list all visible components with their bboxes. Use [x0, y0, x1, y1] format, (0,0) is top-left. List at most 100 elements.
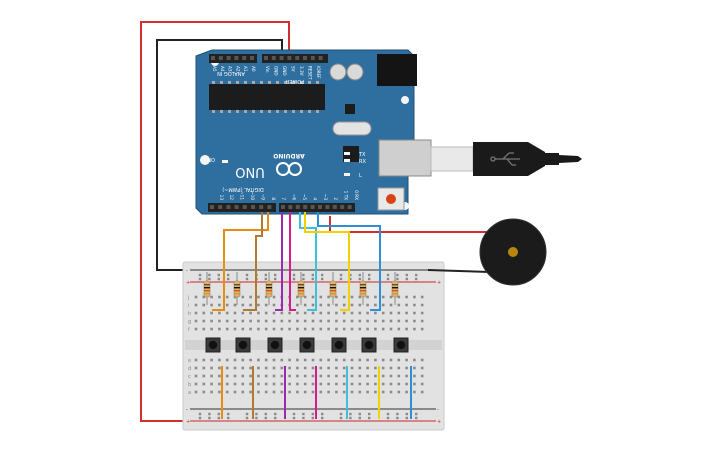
- bb-hole: [358, 303, 362, 307]
- rail-hole: [339, 412, 343, 416]
- bb-hole: [342, 374, 346, 378]
- bb-hole: [303, 295, 307, 299]
- resistor[interactable]: [265, 280, 273, 298]
- signal-wire[interactable]: [299, 212, 317, 311]
- resistor-band: [234, 284, 240, 286]
- signal-wire[interactable]: [212, 212, 269, 311]
- bb-hole: [358, 382, 362, 386]
- chip-pin: [284, 81, 287, 84]
- pin: [226, 56, 231, 60]
- bb-hole: [296, 303, 299, 307]
- usb-socket[interactable]: [378, 139, 432, 177]
- pushbutton-cap[interactable]: [270, 340, 280, 350]
- bb-hole: [272, 366, 276, 370]
- rail-hole: [339, 277, 343, 281]
- pin: [332, 205, 337, 209]
- bb-hole: [350, 382, 354, 386]
- bb-hole: [405, 311, 408, 315]
- digital-header-high[interactable]: [279, 203, 355, 212]
- analog-pin-label: A2: [235, 66, 240, 72]
- pushbutton-cap[interactable]: [238, 340, 248, 350]
- rail-hole: [292, 273, 296, 277]
- rail-hole: [386, 277, 390, 281]
- rail-hole: [321, 412, 324, 416]
- usb-cable[interactable]: [430, 142, 582, 176]
- power-wire-red[interactable]: [140, 21, 290, 422]
- pushbutton-cap[interactable]: [334, 340, 344, 350]
- rail-hole: [208, 416, 211, 420]
- power-jack[interactable]: [377, 54, 417, 86]
- bb-hole: [233, 382, 237, 386]
- signal-wire[interactable]: [243, 212, 263, 311]
- power-pin-label: RESET: [308, 66, 313, 80]
- ground-wire-black[interactable]: [156, 39, 283, 271]
- rail-hole: [264, 273, 267, 277]
- rail-hole: [368, 412, 371, 416]
- pin: [211, 56, 215, 60]
- resistor[interactable]: [233, 280, 241, 298]
- pushbutton-cap[interactable]: [364, 340, 374, 350]
- pushbutton-cap[interactable]: [208, 340, 218, 350]
- resistor[interactable]: [203, 280, 211, 298]
- digital-pin-label: ~3: [323, 194, 328, 201]
- pushbutton-cap[interactable]: [302, 340, 312, 350]
- resistor-band: [204, 290, 210, 292]
- signal-wire[interactable]: [317, 212, 381, 311]
- analog-pin-label: A5: [212, 66, 217, 72]
- bb-hole: [249, 382, 252, 386]
- rail-plus-label: +: [186, 280, 190, 286]
- bb-hole: [303, 358, 307, 362]
- bb-hole: [311, 303, 315, 307]
- bb-hole: [413, 327, 416, 331]
- resistor[interactable]: [329, 280, 337, 298]
- rail-hole: [245, 416, 249, 420]
- bb-hole: [389, 374, 393, 378]
- signal-wire[interactable]: [289, 212, 296, 311]
- bb-hole: [319, 366, 323, 370]
- rail-hole: [311, 273, 314, 277]
- tx-label: TX: [358, 152, 366, 158]
- digital-header-low[interactable]: [208, 203, 276, 212]
- signal-wire[interactable]: [275, 212, 283, 311]
- bb-hole: [272, 311, 276, 315]
- bb-hole: [389, 358, 393, 362]
- rail-hole: [349, 273, 352, 277]
- bb-hole: [296, 382, 299, 386]
- bb-hole: [264, 319, 268, 323]
- bb-hole: [327, 319, 330, 323]
- resistor[interactable]: [359, 280, 367, 298]
- analog-header[interactable]: [209, 54, 257, 63]
- bb-hole: [194, 358, 198, 362]
- bb-hole: [374, 327, 377, 331]
- resistor[interactable]: [391, 280, 399, 298]
- resistor-band: [392, 284, 398, 286]
- piezo-buzzer[interactable]: [329, 216, 547, 286]
- bottom-jumpers[interactable]: [221, 366, 412, 419]
- arduino-uno-board[interactable]: ARDUINO UNO ANALOG IN POWER DIGITAL (PWM…: [195, 49, 432, 215]
- reset-button-cap[interactable]: [386, 194, 396, 204]
- bb-hole: [288, 374, 291, 378]
- bb-hole: [264, 382, 268, 386]
- bb-hole: [257, 327, 260, 331]
- bb-hole: [420, 366, 424, 370]
- rail-hole: [311, 416, 314, 420]
- signal-wires[interactable]: [212, 212, 381, 311]
- bb-hole: [381, 366, 385, 370]
- pin: [218, 205, 223, 209]
- rail-hole: [274, 277, 277, 281]
- signal-wire[interactable]: [304, 212, 350, 311]
- resistor-band: [266, 290, 272, 292]
- bb-hole: [397, 358, 401, 362]
- bb-hole: [397, 311, 401, 315]
- bb-hole: [280, 358, 284, 362]
- bb-hole: [303, 382, 307, 386]
- bb-hole: [280, 382, 284, 386]
- pushbutton-cap[interactable]: [396, 340, 406, 350]
- capacitor: [329, 63, 347, 81]
- power-header[interactable]: [262, 54, 328, 63]
- bb-hole: [335, 295, 338, 299]
- resistor[interactable]: [297, 280, 305, 298]
- rail-hole: [396, 416, 399, 420]
- bb-hole: [420, 390, 424, 394]
- bb-hole: [272, 295, 276, 299]
